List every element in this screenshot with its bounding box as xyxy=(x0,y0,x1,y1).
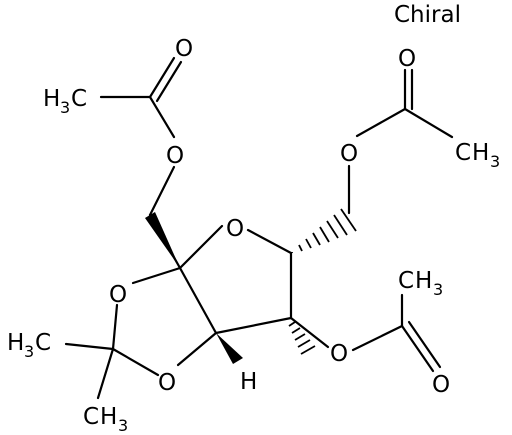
bond-carbonyl-double-bottom-a xyxy=(400,324,435,373)
atom-ester1-carbonyl-o: O xyxy=(175,36,193,62)
atom-ester3-ch3: C H 3 xyxy=(398,268,443,299)
bond-c4-o-bottom xyxy=(289,316,330,349)
methyl-bottom-h-count: 3 xyxy=(118,416,128,435)
methyl-left-c: C xyxy=(35,330,51,356)
ester2-h: H xyxy=(472,140,489,166)
bond-carbonyl-double-bottom-b xyxy=(407,320,442,369)
atom-methyl-bottom: C H 3 xyxy=(83,404,128,435)
bonds xyxy=(64,56,454,400)
ester2-h-count: 3 xyxy=(490,152,500,171)
bond-o-lower-c3 xyxy=(176,331,218,367)
bond-anomeric-o-upper xyxy=(131,266,182,285)
bond-ketal-o-lower xyxy=(111,347,160,377)
ester2-c: C xyxy=(455,140,471,166)
bond-carbonyl-ester-o-left xyxy=(148,95,176,139)
methyl-bottom-c: C xyxy=(83,404,99,430)
atom-labels: O O O H 3 C O O C H 3 O O C H 3 O O H xyxy=(7,36,500,435)
bond-o-carbonyl-bottom xyxy=(351,324,404,352)
bond-ester-o-ch2-left xyxy=(148,165,176,217)
bond-carbonyl-double-left-a xyxy=(148,56,176,99)
atom-ester2-ch3: C H 3 xyxy=(455,140,500,171)
atom-ester2-o: O xyxy=(340,141,358,167)
bond-carbonyl-double-left-b xyxy=(155,60,183,103)
atom-dioxolane-o-upper: O xyxy=(109,282,127,308)
methyl-left-h-count: 3 xyxy=(24,342,34,361)
hashed-bond-c5-ch2 xyxy=(291,208,357,253)
atom-ester3-o: O xyxy=(330,341,348,367)
bond-c4-c3 xyxy=(214,316,293,335)
methyl-left-h: H xyxy=(7,330,24,356)
bond-ketal-methyl-left xyxy=(64,342,115,351)
atom-stereo-h: H xyxy=(240,369,257,395)
bond-carbonyl-ch3-right xyxy=(403,107,454,139)
methyl-bottom-h: H xyxy=(100,404,117,430)
bond-c3-anomeric xyxy=(178,266,218,335)
ester1-h-count: 3 xyxy=(60,98,70,117)
bond-anomeric-ring-o xyxy=(178,224,224,270)
ester3-h: H xyxy=(415,268,432,294)
atom-methyl-left: H 3 C xyxy=(7,330,51,361)
atom-ester2-carbonyl-o: O xyxy=(398,46,416,72)
hashed-bond-c4-o xyxy=(288,321,316,355)
chiral-label: Chiral xyxy=(394,2,461,28)
ester3-c: C xyxy=(398,268,414,294)
wedge-bond-anomeric-ch2 xyxy=(145,212,180,268)
ester1-h: H xyxy=(43,86,60,112)
atom-ester3-carbonyl-o: O xyxy=(432,372,450,398)
ester3-h-count: 3 xyxy=(433,280,443,299)
bond-o-carbonyl-right xyxy=(355,107,407,138)
atom-ring-o: O xyxy=(226,216,244,242)
bond-ketal-methyl-bottom xyxy=(96,347,115,400)
atom-ester1-o: O xyxy=(166,143,184,169)
bond-o-upper-ketal xyxy=(111,303,119,351)
wedge-bond-c3-h xyxy=(216,333,243,364)
atom-ester1-ch3: H 3 C xyxy=(43,86,87,117)
bond-ring-o-c5 xyxy=(246,228,293,255)
atom-dioxolane-o-lower: O xyxy=(158,370,176,396)
ester1-c: C xyxy=(71,86,87,112)
